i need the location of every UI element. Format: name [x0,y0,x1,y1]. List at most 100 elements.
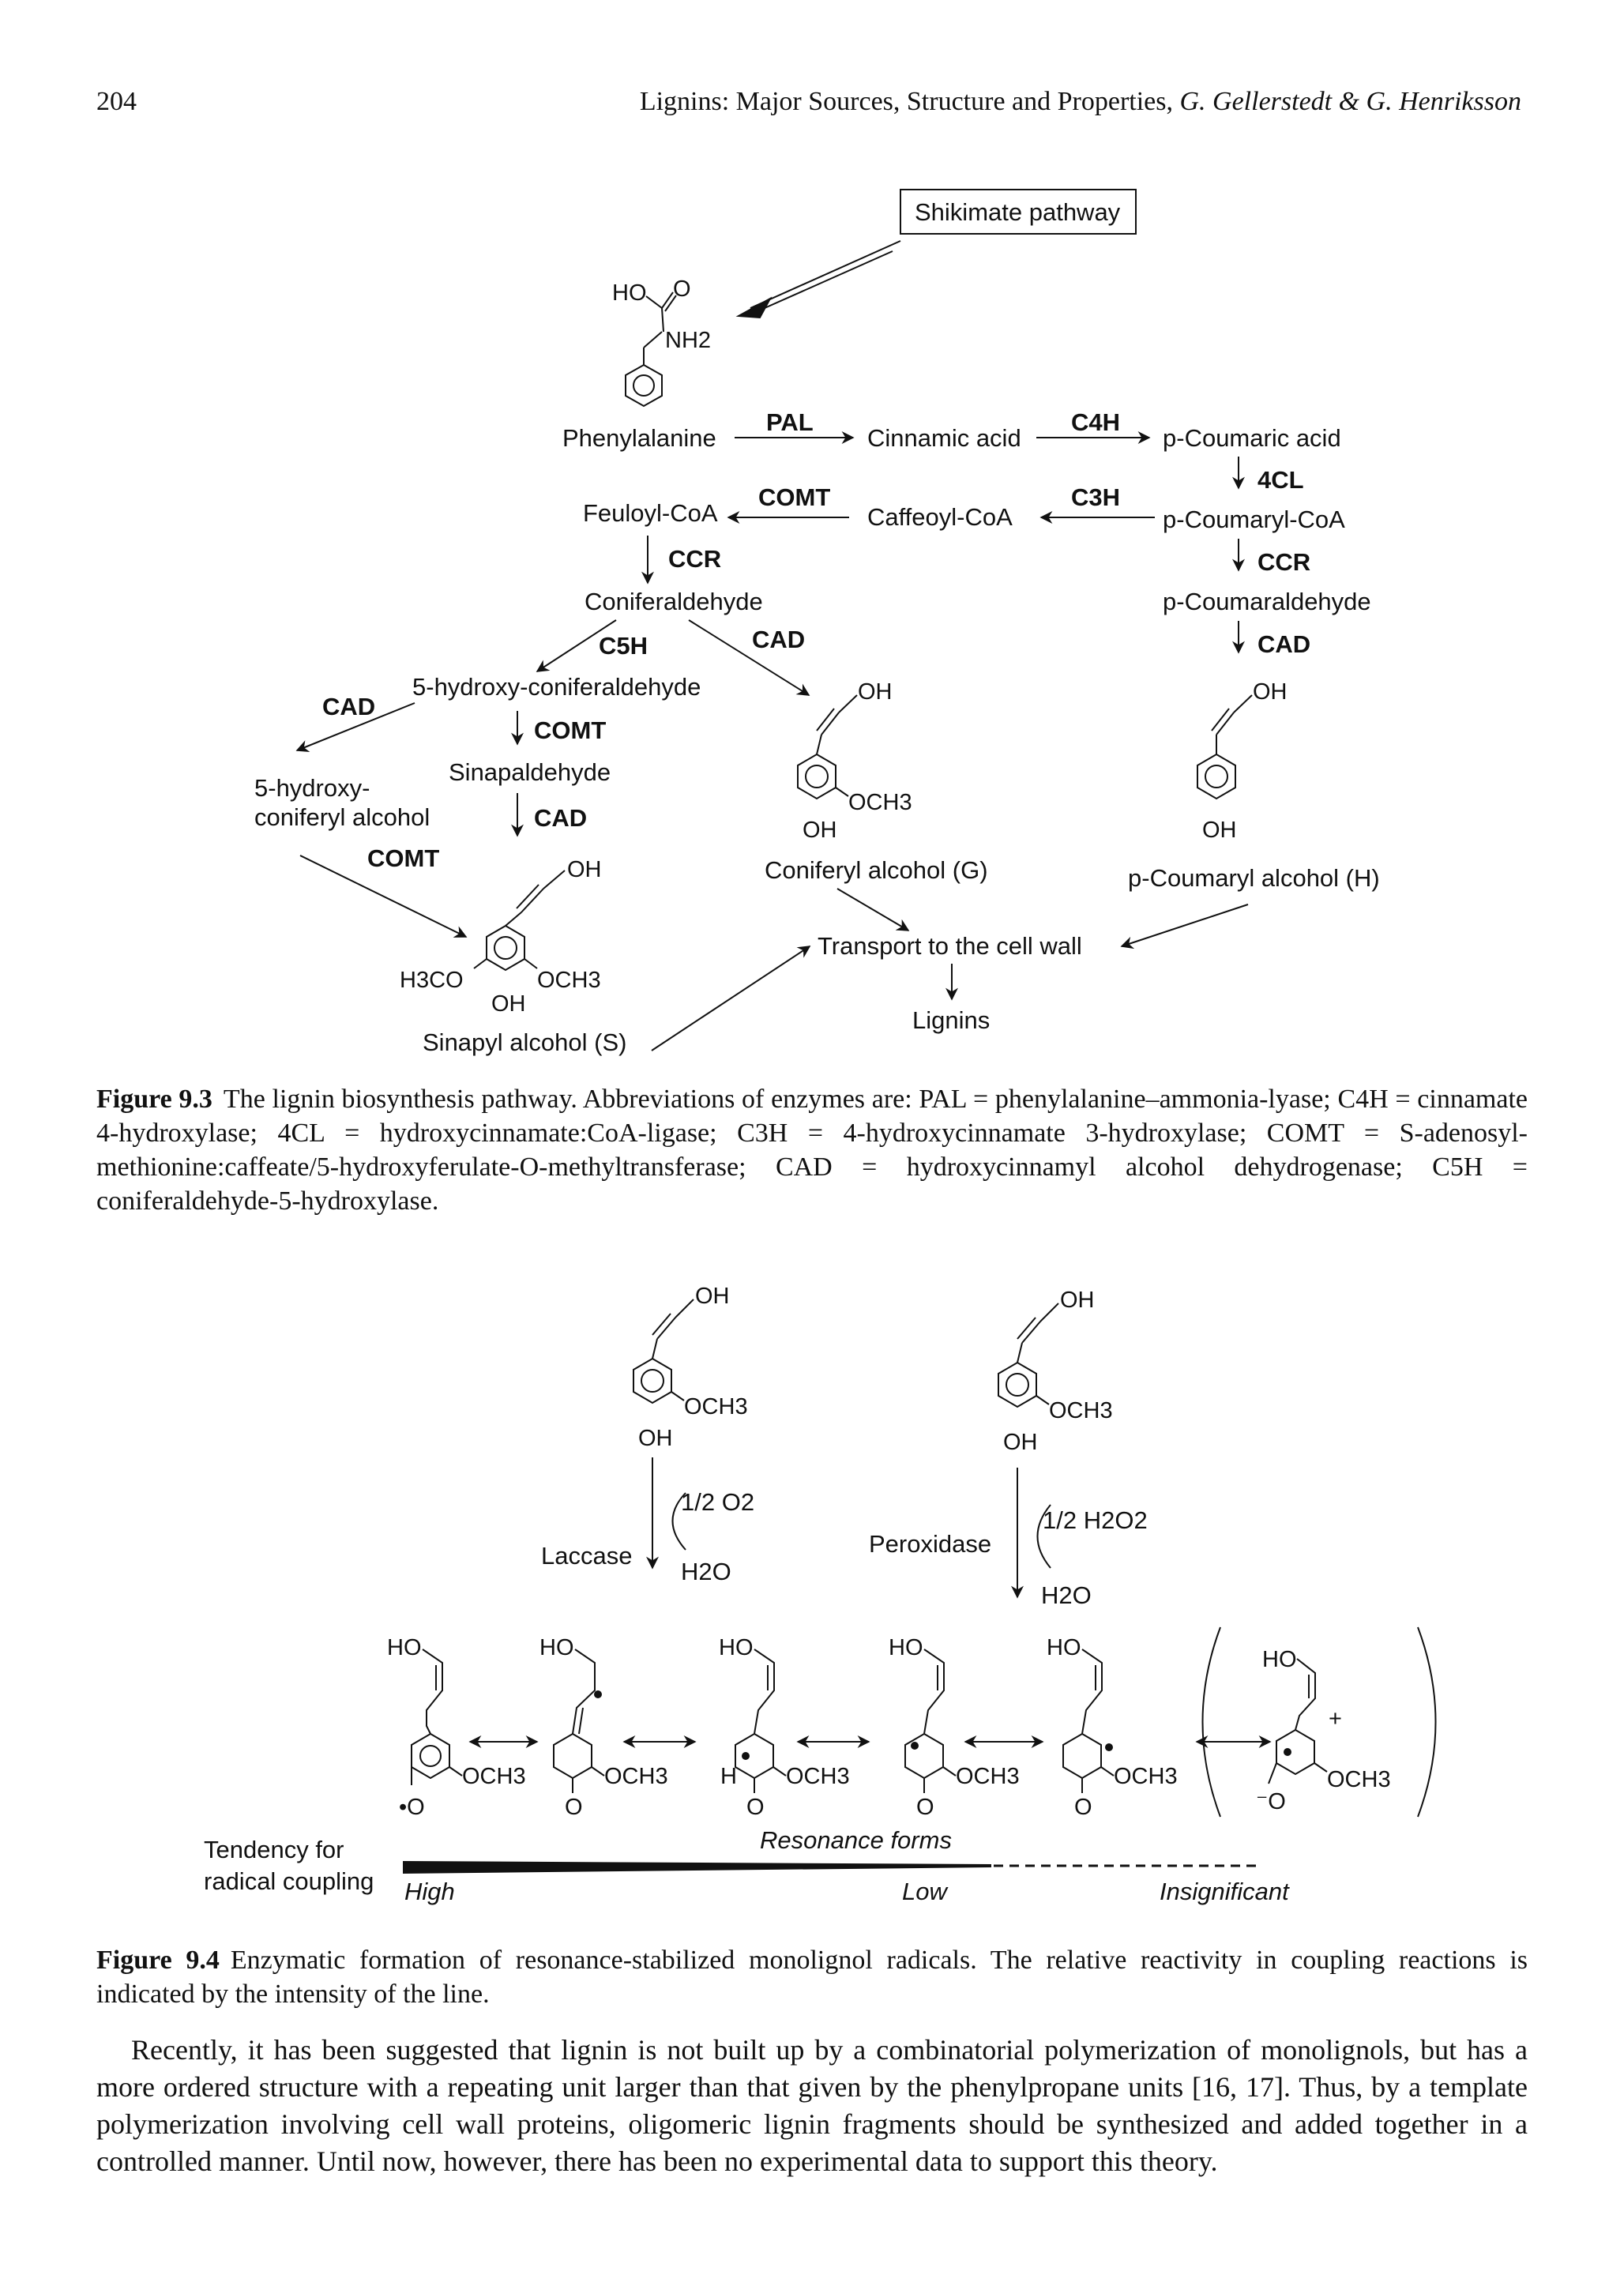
tendency-label-2: radical coupling [204,1867,374,1895]
g-oh-bottom: OH [803,818,837,843]
rf2-och3: OCH3 [604,1764,668,1789]
cad-arrow-g [688,619,810,696]
pcoumaryl-coa-label: p-Coumaryl-CoA [1163,506,1345,533]
pal-label: PAL [766,408,814,436]
lac-och3: OCH3 [684,1394,748,1419]
comt-label-2: COMT [534,716,606,744]
resonance-form-5: HO OCH3 O [1047,1635,1178,1820]
rf3-ho: HO [719,1635,754,1660]
figure-9-3-caption-label: Figure 9.3 [96,1085,212,1114]
running-title: Lignins: Major Sources, Structure and Pr… [639,87,1180,116]
running-authors: G. Gellerstedt & G. Henriksson [1179,87,1521,116]
comt-label-1: COMT [758,483,830,511]
rf4-o: O [916,1795,934,1820]
rf6-och3: OCH3 [1327,1767,1391,1792]
phe-nh2: NH2 [665,328,711,353]
4cl-label: 4CL [1257,466,1304,494]
resonance-label: Resonance forms [760,1826,952,1854]
rf1-ho: HO [387,1635,422,1660]
rf4-ho: HO [889,1635,923,1660]
coniferyl-label: Coniferyl alcohol (G) [765,856,988,884]
g-oh-top: OH [858,679,893,705]
rf2-ho: HO [539,1635,574,1660]
shikimate-arrow [735,240,901,319]
h-transport-arrow [1120,904,1249,949]
rf6-radical-dot [1284,1748,1291,1756]
cad-label-s: CAD [534,804,587,832]
lac-oh-top: OH [695,1284,730,1309]
c5h-label: C5H [599,632,648,660]
rf5-ho: HO [1047,1635,1081,1660]
low-label: Low [902,1878,949,1905]
rf6-o-minus: ⁻O [1256,1789,1286,1814]
per-h2o-label: H2O [1041,1581,1092,1609]
rf6-ho: HO [1262,1647,1297,1672]
shikimate-box [900,189,1137,235]
page-number: 204 [96,87,137,116]
caffeoyl-label: Caffeoyl-CoA [867,503,1013,531]
rf5-radical-dot [1105,1743,1113,1751]
phenylalanine-label: Phenylalanine [562,424,716,452]
coniferyl-laccase-structure: OH OCH3 OH [633,1284,748,1451]
sinapyl-label: Sinapyl alcohol (S) [423,1028,626,1056]
s-oh-bottom: OH [491,991,526,1017]
pcoumaric-label: p-Coumaric acid [1163,424,1341,452]
rf5-o: O [1074,1795,1092,1820]
rf2-radical-dot [594,1690,602,1698]
rf3-radical-dot [742,1752,750,1760]
per-och3: OCH3 [1049,1398,1113,1423]
half-o2-label: 1/2 O2 [681,1488,754,1516]
resonance-form-6: HO + OCH3 ⁻O [1201,1626,1437,1818]
rf4-och3: OCH3 [956,1764,1020,1789]
resonance-structures: HO OCH3 •O HO [387,1626,1437,1820]
s-transport-arrow [651,946,811,1051]
lac-h2o-label: H2O [681,1558,731,1585]
hydroxyconiferyl-label-1: 5-hydroxy- [254,774,370,802]
coniferyl-peroxidase-structure: OH OCH3 OH [998,1288,1113,1455]
cad-label-5oh: CAD [322,693,375,720]
resonance-form-1: HO OCH3 •O [387,1635,526,1820]
per-oh-bottom: OH [1003,1430,1038,1455]
rf2-o: O [565,1795,583,1820]
tendency-label-1: Tendency for [204,1836,344,1863]
figure-9-4-caption-text: Enzymatic formation of resonance-stabili… [96,1946,1528,2009]
rf3-och3: OCH3 [786,1764,850,1789]
figure-9-4: OH OCH3 OH Laccase 1/2 O2 H2O OH OCH3 OH [204,1284,1437,1905]
resonance-form-2: HO OCH3 O [539,1635,668,1820]
comt-arrow-3 [299,855,468,938]
resonance-form-3: HO OCH3 H O [719,1635,850,1820]
half-h2o2-label: 1/2 H2O2 [1043,1506,1148,1534]
hydroxyconiferyl-label-2: coniferyl alcohol [254,803,430,831]
cinnamic-label: Cinnamic acid [867,424,1021,452]
h-oh-top: OH [1253,679,1288,705]
feruloyl-label: Feuloyl-CoA [583,499,718,527]
c4h-label: C4H [1071,408,1120,436]
comt-label-3: COMT [367,844,439,872]
sinapyl-alcohol-structure: OH H3CO OCH3 OH [400,857,602,1017]
hydroxyconiferaldehyde-label: 5-hydroxy-coniferaldehyde [412,673,701,701]
g-transport-arrow [836,888,910,931]
lignins-label: Lignins [912,1006,990,1034]
rf1-o-radical: •O [399,1795,425,1820]
rf3-o: O [746,1795,765,1820]
rf6-plus: + [1329,1706,1342,1731]
lac-oh-bottom: OH [638,1426,673,1451]
phe-o: O [673,276,691,302]
running-header: Lignins: Major Sources, Structure and Pr… [640,87,1521,117]
resonance-form-4: HO OCH3 O [889,1635,1020,1820]
figure-9-3-caption-text: The lignin biosynthesis pathway. Abbrevi… [96,1085,1528,1216]
ccr-label-1: CCR [668,545,721,573]
rf4-radical-dot [911,1742,919,1750]
ccr-label-2: CCR [1257,548,1310,576]
laccase-label: Laccase [541,1542,632,1570]
s-h3co: H3CO [400,968,464,993]
h-oh-bottom: OH [1202,818,1237,843]
c5h-arrow [536,619,617,672]
cad-label-h: CAD [1257,630,1310,658]
peroxidase-side-arrow [1036,1504,1051,1569]
body-paragraph: Recently, it has been suggested that lig… [96,2034,1528,2177]
pcoumaryl-alcohol-label: p-Coumaryl alcohol (H) [1128,864,1380,892]
